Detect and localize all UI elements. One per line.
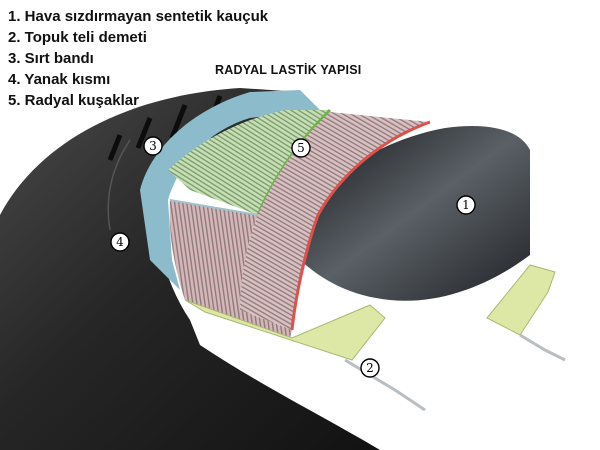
svg-text:1: 1 bbox=[462, 198, 470, 212]
svg-text:2: 2 bbox=[366, 361, 374, 375]
legend-item-1: 1. Hava sızdırmayan sentetik kauçuk bbox=[8, 8, 269, 25]
svg-text:4: 4 bbox=[116, 235, 124, 249]
belt-edge-red bbox=[290, 120, 431, 331]
legend-item-4: 4. Yanak kısmı bbox=[8, 71, 111, 88]
tread-band bbox=[140, 90, 320, 290]
bead-filler-left bbox=[184, 299, 386, 361]
callout-2: 2 bbox=[360, 358, 380, 378]
svg-text:5: 5 bbox=[297, 141, 305, 155]
radial-belt-green bbox=[168, 110, 330, 215]
bead-filler-right bbox=[486, 264, 556, 336]
legend-item-5: 5. Radyal kuşaklar bbox=[8, 92, 139, 109]
callout-1: 1 bbox=[456, 195, 476, 215]
tread-grooves bbox=[107, 91, 258, 161]
legend-item-2: 2. Topuk teli demeti bbox=[8, 29, 147, 46]
bead-wire-right bbox=[519, 333, 566, 362]
carcass-ply bbox=[169, 200, 292, 338]
diagram-title: RADYAL LASTİK YAPISI bbox=[215, 63, 362, 77]
tire-outer-body bbox=[0, 88, 380, 450]
radial-belt-pink bbox=[240, 112, 430, 330]
legend-item-3: 3. Sırt bandı bbox=[8, 50, 94, 67]
bead-wire-left bbox=[344, 358, 426, 412]
sidewall-highlight bbox=[107, 139, 131, 231]
callout-4: 4 bbox=[110, 232, 130, 252]
callout-5: 5 bbox=[291, 138, 311, 158]
callout-3: 3 bbox=[143, 136, 163, 156]
svg-text:3: 3 bbox=[149, 139, 157, 153]
legend-list: 1. Hava sızdırmayan sentetik kauçuk 2. T… bbox=[8, 6, 268, 111]
ply-upper-edge bbox=[169, 199, 259, 216]
